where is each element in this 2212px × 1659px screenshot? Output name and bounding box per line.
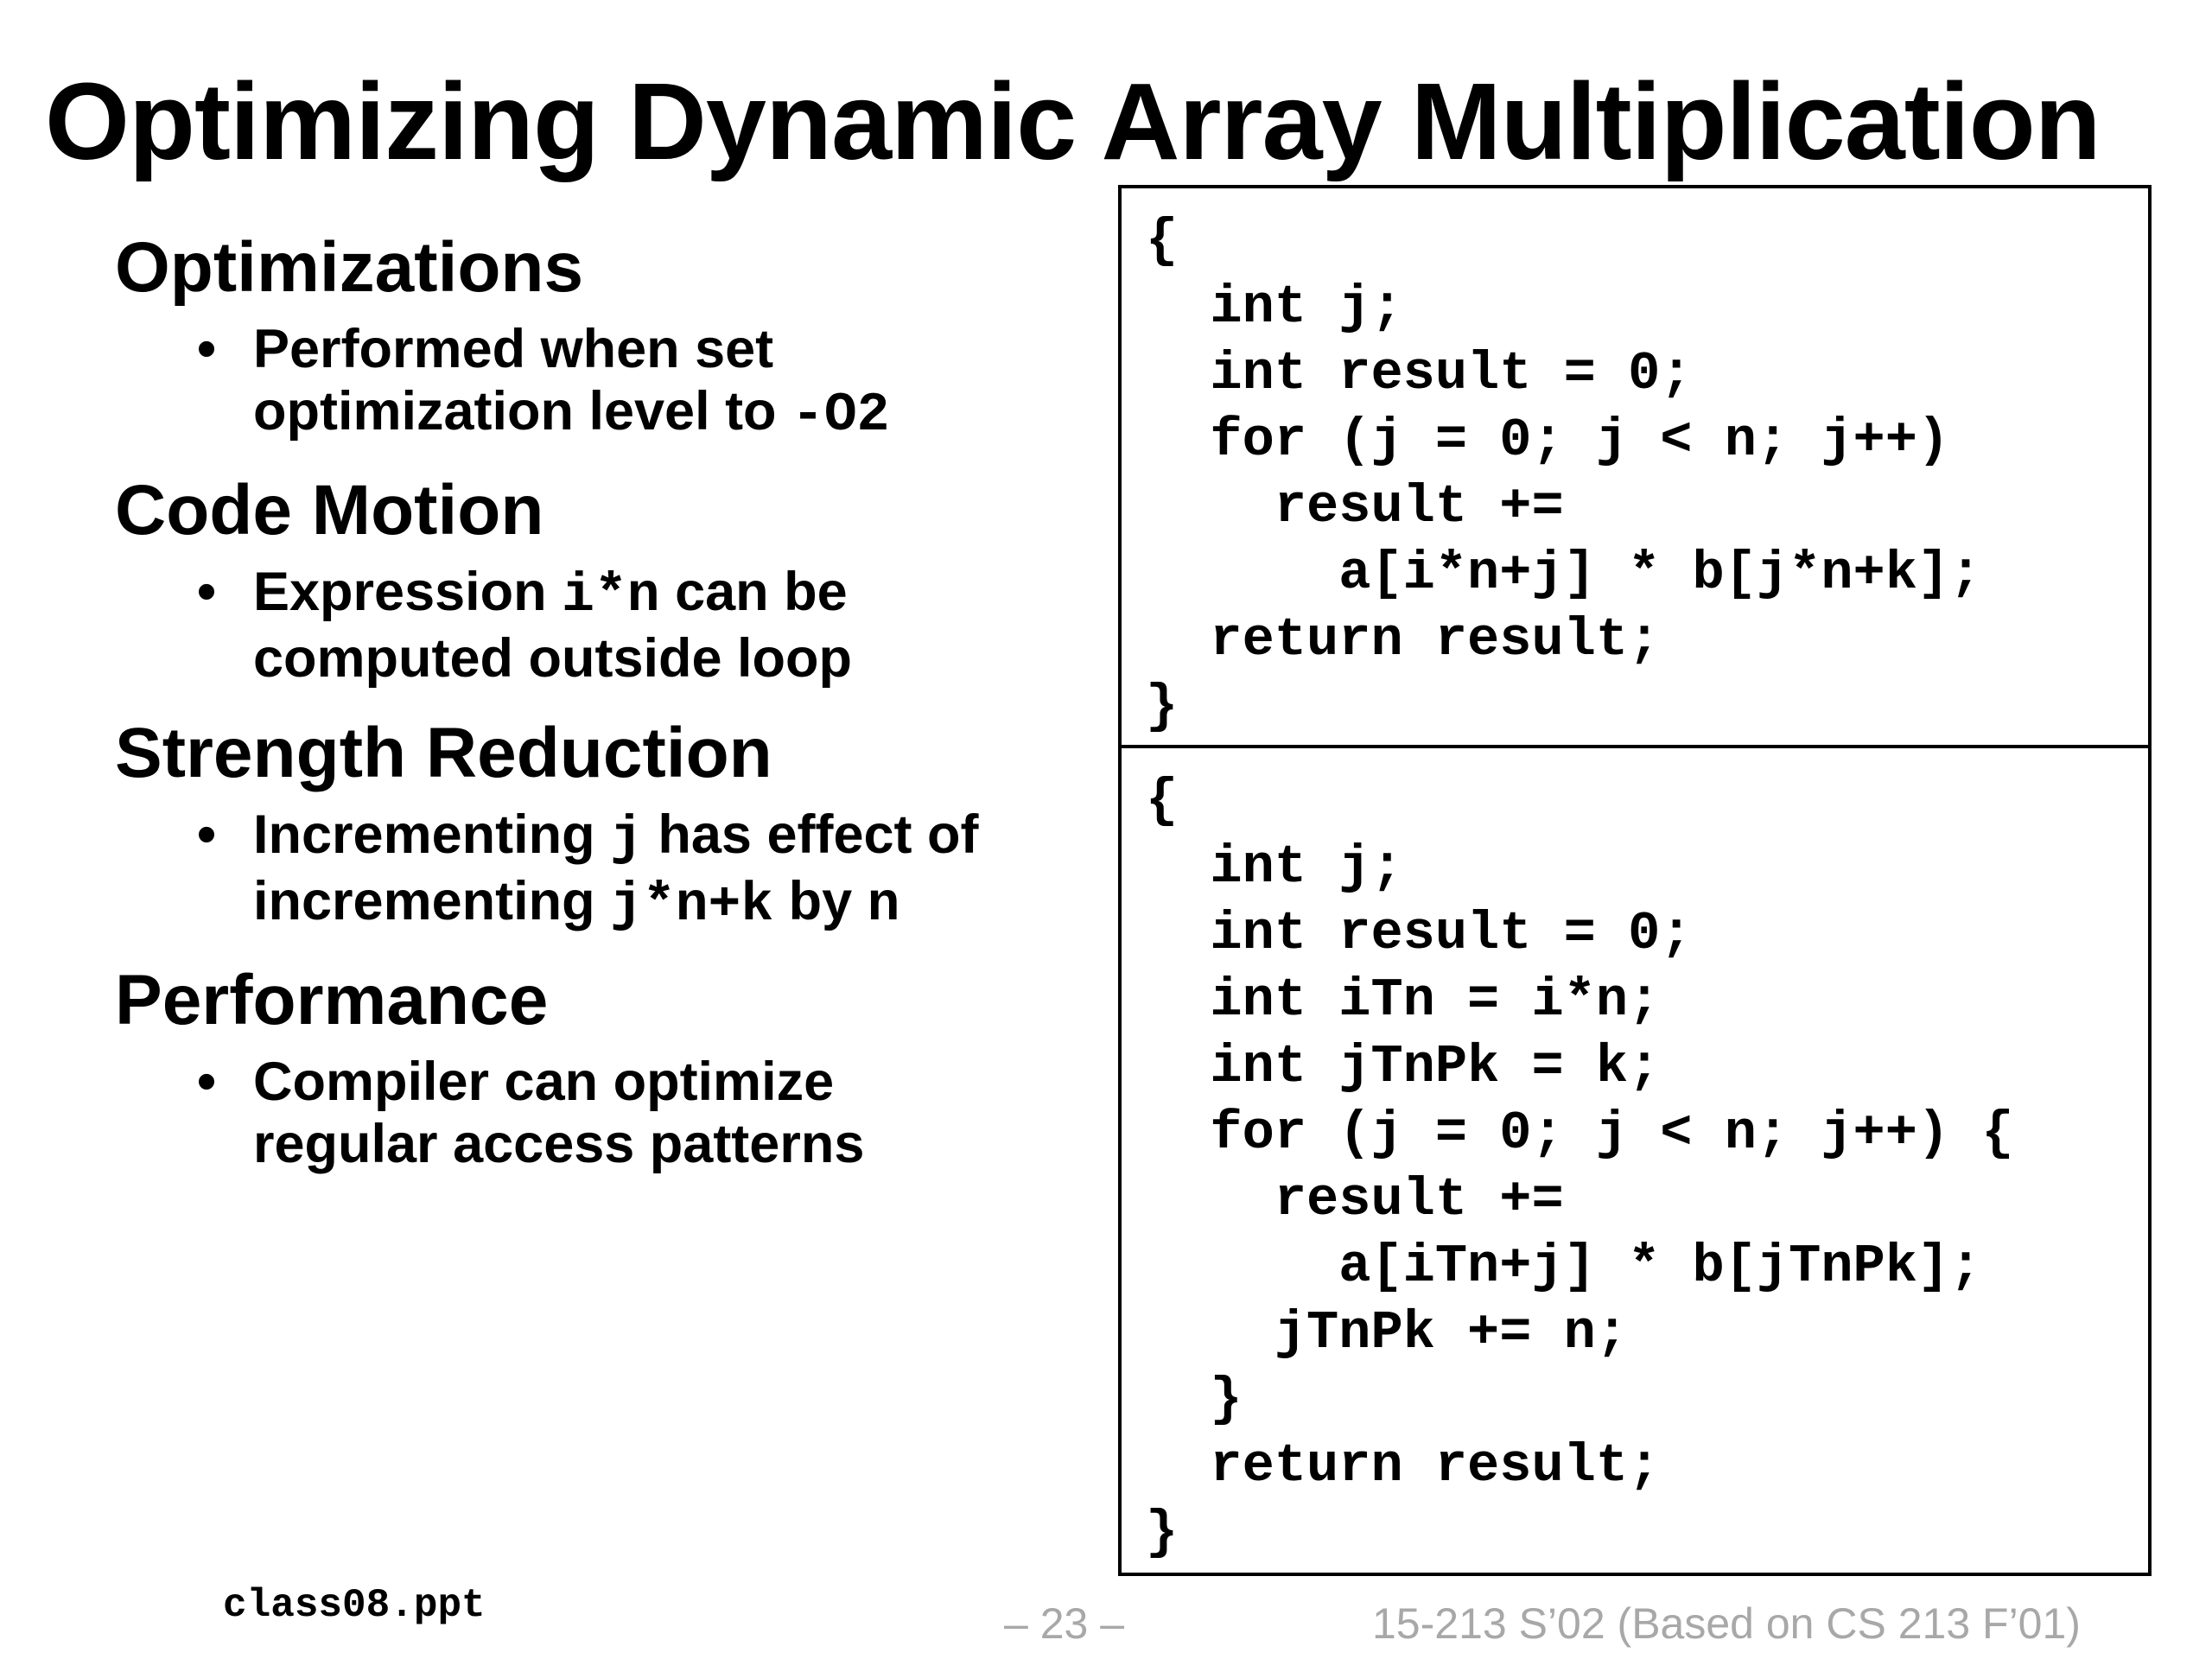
section-strength-reduction: Strength Reduction • Incrementing j has … (115, 712, 1083, 937)
code-line: result += (1146, 1169, 1564, 1230)
bullet-item: • Performed when set optimization level … (197, 318, 1083, 447)
bullet-line: incrementing j*n+k by n (253, 870, 1083, 937)
code-line: int result = 0; (1146, 343, 1693, 404)
bullet-code: n (867, 874, 900, 936)
section-heading: Optimizations (115, 228, 584, 307)
bullet-item: • Compiler can optimize regular access p… (197, 1051, 1083, 1175)
bullet-dot: • (197, 804, 217, 865)
code-line: } (1146, 676, 1179, 737)
bullet-line: Compiler can optimize (253, 1051, 1083, 1113)
bullet-text: has effect of (642, 804, 979, 865)
section-optimizations: Optimizations • Performed when set optim… (115, 226, 1083, 447)
bullet-line: regular access patterns (253, 1113, 1083, 1175)
code-line: int j; (1146, 276, 1403, 338)
bullet-text: computed outside loop (253, 628, 852, 689)
code-box-optimized: { int j; int result = 0; int iTn = i*n; … (1122, 748, 2148, 1576)
footer-course: 15-213 S’02 (Based on CS 213 F’01) (1372, 1599, 2081, 1648)
bullet-line: Expression i*n can be (253, 561, 1083, 627)
bullet-text: Incrementing (253, 804, 611, 865)
code-line: } (1146, 1369, 1243, 1430)
bullet-dot: • (197, 562, 217, 622)
bullet-line: optimization level to -O2 (253, 380, 1083, 447)
bullet-item: • Expression i*n can be computed outside… (197, 561, 1083, 690)
bullet-code: -O2 (791, 385, 890, 446)
bullet-text: Expression (253, 562, 563, 622)
code-line: int jTnPk = k; (1146, 1036, 1661, 1097)
code-line: jTnPk += n; (1146, 1302, 1629, 1363)
section-heading: Code Motion (115, 471, 544, 550)
footer-page-number: – 23 – (1004, 1599, 1125, 1648)
bullet-line: Incrementing j has effect of (253, 804, 1083, 870)
code-line: { (1146, 770, 1179, 831)
bullet-code: j*n+k (610, 874, 774, 936)
code-line: return result; (1146, 609, 1661, 671)
code-line: for (j = 0; j < n; j++) { (1146, 1103, 2014, 1164)
code-line: return result; (1146, 1435, 1661, 1497)
bullet-text: incrementing (253, 871, 611, 931)
code-line: result += (1146, 476, 1564, 537)
footer-filename: class08.ppt (223, 1583, 486, 1628)
code-line: { (1146, 210, 1179, 271)
code-line: int result = 0; (1146, 903, 1693, 964)
section-performance: Performance • Compiler can optimize regu… (115, 959, 1083, 1175)
bullet-text: Performed when set (253, 319, 774, 379)
slide-title: Optimizing Dynamic Array Multiplication (45, 60, 2101, 182)
bullet-text: can be (659, 562, 848, 622)
code-line: for (j = 0; j < n; j++) (1146, 410, 1950, 471)
code-line: } (1146, 1502, 1179, 1563)
bullet-code: i*n (562, 565, 660, 626)
section-heading: Strength Reduction (115, 714, 772, 792)
bullet-line: computed outside loop (253, 627, 1083, 690)
bullet-text: Compiler can optimize (253, 1052, 835, 1112)
code-box-original: { int j; int result = 0; for (j = 0; j <… (1122, 188, 2148, 748)
code-frame: { int j; int result = 0; for (j = 0; j <… (1118, 185, 2152, 1576)
section-code-motion: Code Motion • Expression i*n can be comp… (115, 469, 1083, 690)
bullet-dot: • (197, 319, 217, 379)
code-line: int j; (1146, 836, 1403, 898)
section-heading: Performance (115, 961, 549, 1039)
bullet-text: by (773, 871, 868, 931)
bullet-line: Performed when set (253, 318, 1083, 380)
bullet-item: • Incrementing j has effect of increment… (197, 804, 1083, 937)
bullet-text: optimization level to (253, 381, 792, 442)
bullet-text: regular access patterns (253, 1114, 865, 1174)
code-line: int iTn = i*n; (1146, 969, 1661, 1031)
code-line: a[iTn+j] * b[jTnPk]; (1146, 1236, 1982, 1297)
code-line: a[i*n+j] * b[j*n+k]; (1146, 543, 1982, 604)
bullet-dot: • (197, 1052, 217, 1112)
notes-column: Optimizations • Performed when set optim… (115, 226, 1083, 1198)
bullet-code: j (610, 808, 643, 869)
